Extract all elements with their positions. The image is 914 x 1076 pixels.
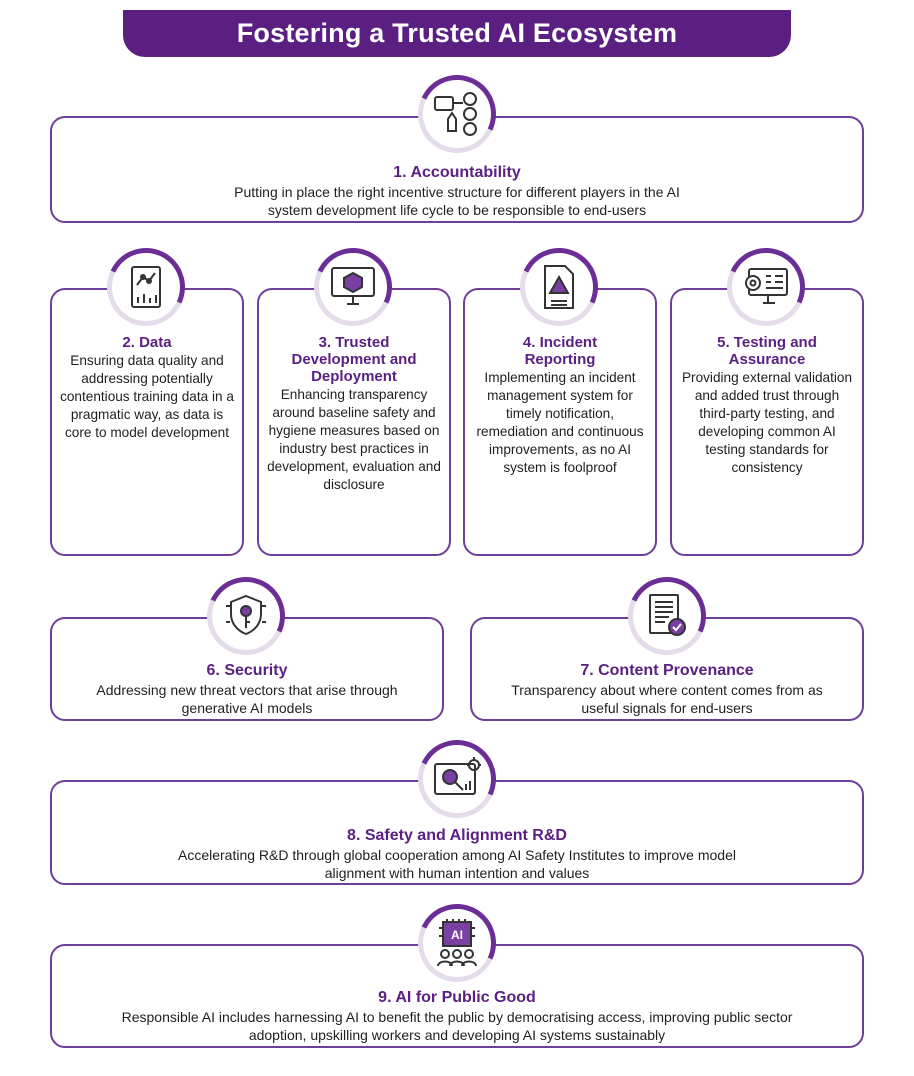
data-chart-icon bbox=[96, 237, 196, 337]
card-title: 2. Data bbox=[122, 334, 172, 351]
chip-label: AI bbox=[451, 928, 463, 942]
card-title: 3. Trusted Development and Deployment bbox=[291, 334, 417, 385]
card-data: 2. Data Ensuring data quality and addres… bbox=[50, 288, 244, 556]
research-magnifier-icon bbox=[407, 729, 507, 829]
shield-key-icon bbox=[196, 566, 296, 666]
card-incident-reporting: 4. Incident Reporting Implementing an in… bbox=[463, 288, 657, 556]
warning-document-icon bbox=[509, 237, 609, 337]
card-title: 4. Incident Reporting bbox=[522, 334, 598, 368]
ai-chip-people-icon: AI bbox=[407, 893, 507, 993]
card-description: Addressing new threat vectors that arise… bbox=[96, 682, 398, 716]
user-flow-icon bbox=[407, 64, 507, 164]
card-description: Responsible AI includes harnessing AI to… bbox=[121, 1009, 793, 1043]
card-title: 9. AI for Public Good bbox=[378, 989, 536, 1006]
card-title: 5. Testing and Assurance bbox=[717, 334, 817, 368]
card-testing-assurance: 5. Testing and Assurance Providing exter… bbox=[670, 288, 864, 556]
card-description: Putting in place the right incentive str… bbox=[234, 184, 680, 218]
card-trusted-development: 3. Trusted Development and Deployment En… bbox=[257, 288, 451, 556]
card-description: Ensuring data quality and addressing pot… bbox=[60, 353, 234, 440]
card-safety-alignment: 8. Safety and Alignment R&D Accelerating… bbox=[50, 780, 864, 885]
card-description: Transparency about where content comes f… bbox=[511, 682, 823, 716]
card-title: 1. Accountability bbox=[393, 164, 521, 181]
card-description: Implementing an incident management syst… bbox=[476, 370, 644, 475]
card-description: Accelerating R&D through global cooperat… bbox=[178, 847, 736, 881]
gear-monitor-icon bbox=[716, 237, 816, 337]
monitor-cube-icon bbox=[303, 237, 403, 337]
certificate-document-icon bbox=[617, 566, 717, 666]
card-title: 8. Safety and Alignment R&D bbox=[347, 827, 567, 844]
card-title: 7. Content Provenance bbox=[580, 662, 754, 679]
card-description: Enhancing transparency around baseline s… bbox=[267, 387, 441, 492]
card-description: Providing external validation and added … bbox=[681, 370, 853, 475]
card-title: 6. Security bbox=[206, 662, 288, 679]
page-title: Fostering a Trusted AI Ecosystem bbox=[123, 10, 791, 57]
